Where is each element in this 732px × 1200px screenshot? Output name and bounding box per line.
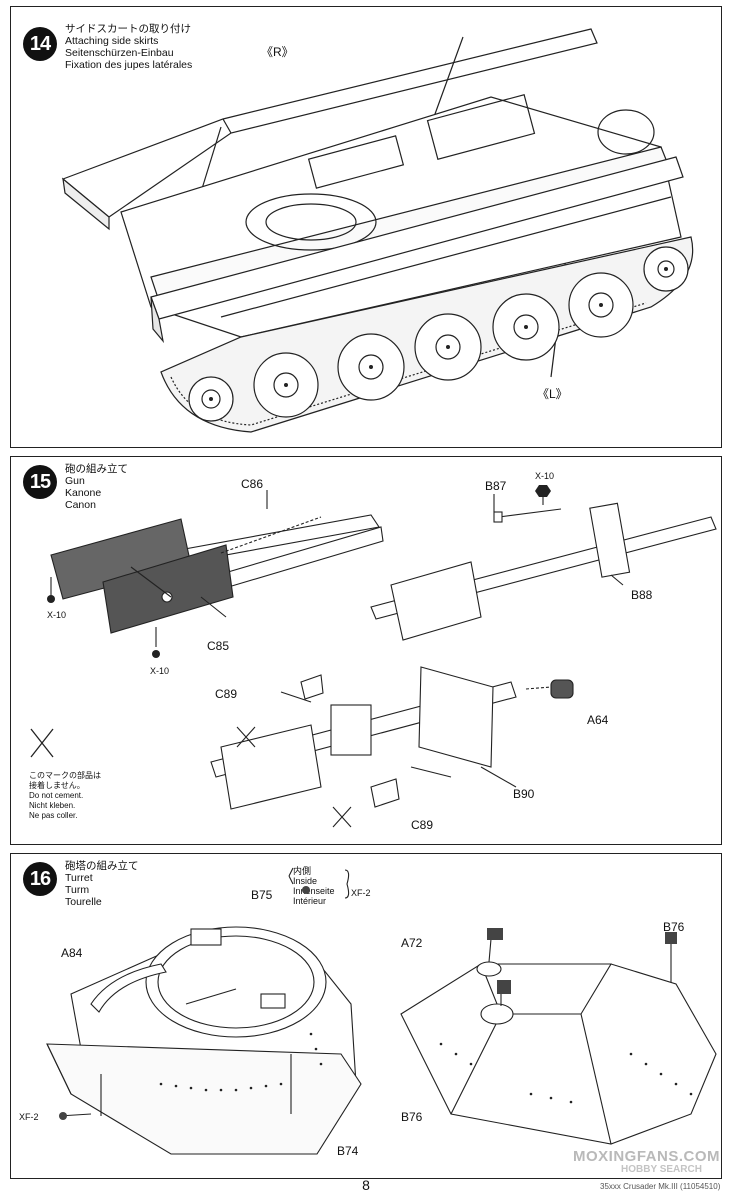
- part-a72-label: A72: [401, 936, 423, 950]
- part-c86-label: C86: [241, 477, 264, 491]
- step-number-badge: 16: [23, 862, 57, 896]
- step-number-badge: 15: [23, 465, 57, 499]
- part-x10-label-b: X-10: [150, 666, 170, 676]
- left-side-label: 《L》: [537, 387, 568, 401]
- title-japanese: サイドスカートの取り付け: [65, 23, 191, 35]
- note-line-en: Do not cement.: [29, 791, 84, 800]
- part-b76-label-b: B76: [401, 1110, 423, 1124]
- part-xf2-label: XF-2: [19, 1112, 39, 1122]
- step-title-block: 砲塔の組み立て Turret Turm Tourelle: [65, 860, 139, 908]
- part-a64-label: A64: [587, 713, 609, 727]
- tank-hull-drawing: [61, 28, 694, 433]
- title-german: Kanone: [65, 487, 102, 499]
- part-b74-label: B74: [337, 1144, 359, 1158]
- inside-fr: Intérieur: [293, 896, 327, 906]
- part-a84-label: A84: [61, 946, 83, 960]
- inside-de: Innenseite: [293, 886, 335, 896]
- note-line-fr: Ne pas coller.: [29, 811, 78, 820]
- title-japanese: 砲塔の組み立て: [65, 860, 139, 872]
- paint-color-code: XF-2: [351, 888, 371, 898]
- part-b76-label-a: B76: [663, 920, 685, 934]
- watermark-site: MOXINGFANS.COM: [573, 1148, 721, 1165]
- turret-drawing: [46, 867, 717, 1155]
- step-number-badge: 14: [23, 27, 57, 61]
- no-cement-note: このマークの部品は 接着しません。 Do not cement. Nicht k…: [29, 771, 101, 821]
- step-14-panel: 14 サイドスカートの取り付け Attaching side skirts Se…: [10, 6, 722, 448]
- title-german: Turm: [65, 884, 90, 896]
- part-c89-label-b: C89: [411, 818, 434, 832]
- title-japanese: 砲の組み立て: [65, 463, 128, 475]
- gun-assembly-drawing: [30, 485, 717, 828]
- title-english: Gun: [65, 475, 85, 487]
- step-15-panel: 15 砲の組み立て Gun Kanone Canon: [10, 456, 722, 845]
- inside-en: Inside: [293, 876, 318, 886]
- step-16-panel: 16 砲塔の組み立て Turret Turm Tourelle B75 内側 I…: [10, 853, 722, 1179]
- note-line-de: Nicht kleben.: [29, 801, 76, 810]
- part-x10-label-c: X-10: [535, 471, 555, 481]
- watermark-search: HOBBY SEARCH: [621, 1164, 702, 1175]
- step-title-block: 砲の組み立て Gun Kanone Canon: [65, 463, 128, 511]
- footer-code: 35xxx Crusader Mk.III (11054510): [600, 1182, 721, 1191]
- part-b90-label: B90: [513, 787, 535, 801]
- note-line-jp-2: 接着しません。: [29, 781, 85, 790]
- inside-jp: 内側: [293, 866, 312, 876]
- part-b75-label: B75: [251, 888, 273, 902]
- step-title-block: サイドスカートの取り付け Attaching side skirts Seite…: [65, 23, 192, 71]
- title-german: Seitenschürzen-Einbau: [65, 47, 174, 59]
- title-french: Canon: [65, 499, 96, 511]
- paint-inside-note: 内側 Inside Innenseite Intérieur: [293, 866, 335, 906]
- part-b87-label: B87: [485, 479, 507, 493]
- title-english: Turret: [65, 872, 93, 884]
- right-side-label: 《R》: [261, 45, 294, 59]
- part-c89-label-a: C89: [215, 687, 238, 701]
- part-x10-label-a: X-10: [47, 610, 67, 620]
- title-english: Attaching side skirts: [65, 35, 159, 47]
- page-number: 8: [362, 1177, 370, 1193]
- note-line-jp-1: このマークの部品は: [29, 771, 101, 780]
- title-french: Fixation des jupes latérales: [65, 59, 193, 71]
- rivet-pattern: [159, 1032, 693, 1104]
- title-french: Tourelle: [65, 896, 102, 908]
- part-b88-label: B88: [631, 588, 653, 602]
- part-c85-label: C85: [207, 639, 230, 653]
